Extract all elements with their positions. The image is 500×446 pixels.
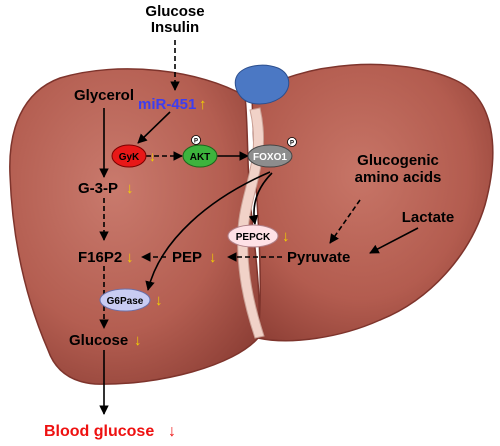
arrow-foxo1-to-pepck xyxy=(248,172,273,225)
phospho-marker-akt xyxy=(191,135,201,145)
phospho-marker-foxo1 xyxy=(287,137,297,147)
pathway-arrows xyxy=(99,40,419,415)
liver-right-lobe xyxy=(251,63,494,342)
glycerol-label: Glycerol xyxy=(74,87,134,104)
lactate-label: Lactate xyxy=(402,209,455,226)
gallbladder xyxy=(234,64,290,105)
phospho-label-foxo1: P xyxy=(290,141,294,147)
pep-down-arrow: ↓ xyxy=(209,249,217,266)
input-insulin-label: Insulin xyxy=(151,19,199,36)
arrow-mirna-to-gyk xyxy=(137,111,171,144)
mirna-up-arrow: ↑ xyxy=(199,96,207,113)
glucogenic-label-line2: amino acids xyxy=(355,169,442,186)
akt-label: AKT xyxy=(190,152,211,163)
pathway-labels: Glucose Insulin miR-451 ↑ Glycerol GyK ↓… xyxy=(44,3,454,440)
gyk-label: GyK xyxy=(119,152,140,163)
g3p-down-arrow: ↓ xyxy=(126,180,134,197)
gyk-node xyxy=(111,144,147,168)
pyruvate-label: Pyruvate xyxy=(287,249,350,266)
gyk-down-arrow: ↓ xyxy=(149,148,156,164)
g6pase-down-arrow: ↓ xyxy=(155,292,163,309)
foxo1-node xyxy=(247,144,293,168)
phospho-label-akt: P xyxy=(194,139,198,145)
glucose-down-arrow: ↓ xyxy=(134,332,142,349)
glucogenic-label-line1: Glucogenic xyxy=(357,152,439,169)
arrow-lactate-to-pyruvate xyxy=(369,227,419,254)
f16p2-label: F16P2 xyxy=(78,249,122,266)
akt-node xyxy=(182,144,218,168)
g3p-label: G-3-P xyxy=(78,180,118,197)
g6pase-label: G6Pase xyxy=(107,296,144,307)
glucose-label: Glucose xyxy=(69,332,128,349)
f16p2-down-arrow: ↓ xyxy=(126,249,134,266)
pepck-label: PEPCK xyxy=(236,232,271,243)
pepck-node xyxy=(227,224,279,248)
blood-glucose-label: Blood glucose xyxy=(44,423,154,440)
pathway-nodes xyxy=(99,135,297,312)
input-glucose-label: Glucose xyxy=(145,3,204,20)
pep-label: PEP xyxy=(172,249,202,266)
mirna-label: miR-451 xyxy=(138,96,196,113)
blood-glucose-down-arrow: ↓ xyxy=(168,423,176,440)
g6pase-node xyxy=(99,288,151,312)
arrow-aminoacids-to-pyruvate xyxy=(329,199,361,244)
pepck-down-arrow: ↓ xyxy=(282,228,290,245)
foxo1-label: FOXO1 xyxy=(253,152,287,163)
arrow-foxo1-to-g6pase xyxy=(145,171,271,291)
